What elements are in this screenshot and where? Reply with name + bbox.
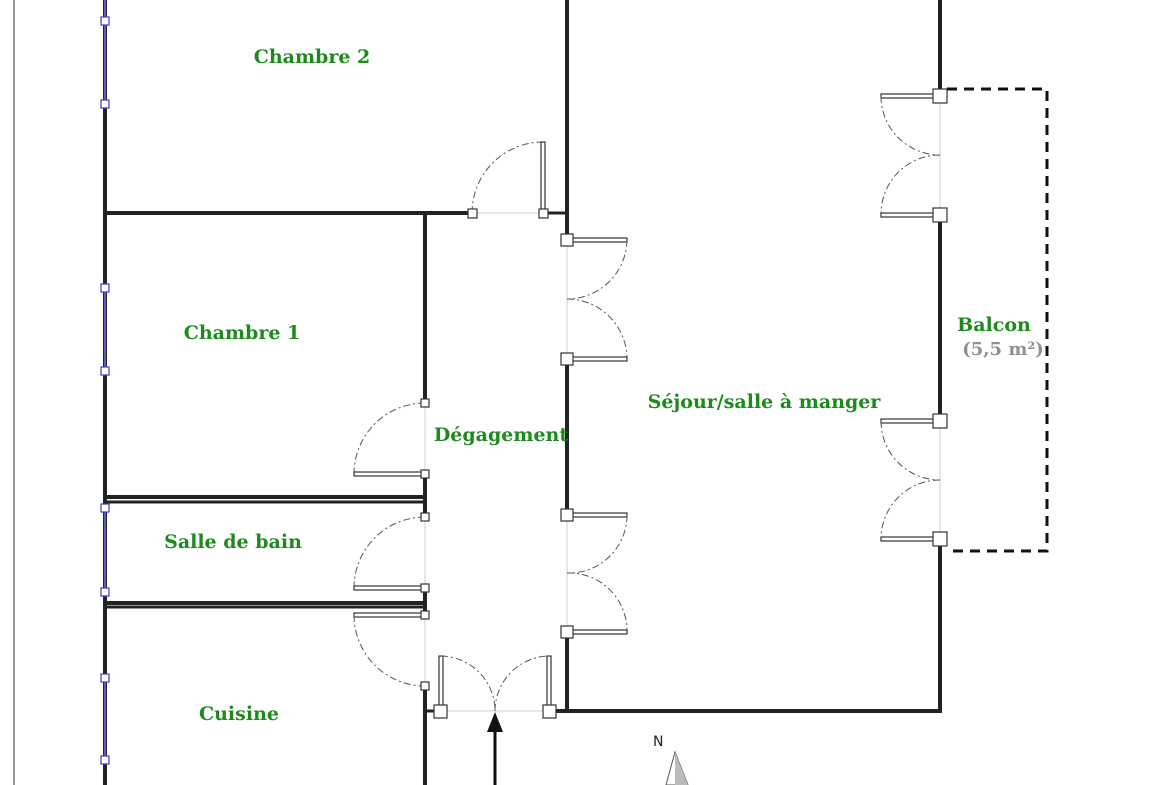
door-entrance[interactable] <box>433 655 557 719</box>
window-node[interactable] <box>100 283 110 293</box>
room-label-chambre1: Chambre 1 <box>184 322 301 344</box>
window-node[interactable] <box>100 99 110 109</box>
window-node[interactable] <box>100 673 110 683</box>
door-chambre1[interactable] <box>353 398 430 479</box>
door-chambre2[interactable] <box>467 141 549 219</box>
balcony-outline <box>947 87 1049 553</box>
room-label-chambre2: Chambre 2 <box>254 46 371 68</box>
door-cuisine[interactable] <box>353 610 430 691</box>
room-label-sejour: Séjour/salle à manger <box>648 391 882 413</box>
compass-icon <box>665 750 689 785</box>
door-balcon-upper[interactable] <box>880 88 948 223</box>
room-area-balcon: (5,5 m²) <box>962 339 1044 360</box>
arrow-up-icon <box>487 712 503 785</box>
door-balcon-lower[interactable] <box>880 413 948 547</box>
door-sejour-upper[interactable] <box>560 233 628 366</box>
window-node[interactable] <box>100 503 110 513</box>
room-label-balcon: Balcon <box>957 314 1031 336</box>
door-sejour-lower[interactable] <box>560 508 628 639</box>
window-node[interactable] <box>100 366 110 376</box>
window-node[interactable] <box>100 587 110 597</box>
interior-walls <box>103 0 942 785</box>
room-label-salle-de-bain: Salle de bain <box>164 531 302 553</box>
room-label-degagement: Dégagement <box>434 424 569 446</box>
door-salle-de-bain[interactable] <box>353 512 430 593</box>
compass-north-label: N <box>653 734 663 750</box>
window-node[interactable] <box>100 755 110 765</box>
west-wall <box>100 0 110 785</box>
room-label-cuisine: Cuisine <box>199 703 279 725</box>
window-node[interactable] <box>100 16 110 26</box>
